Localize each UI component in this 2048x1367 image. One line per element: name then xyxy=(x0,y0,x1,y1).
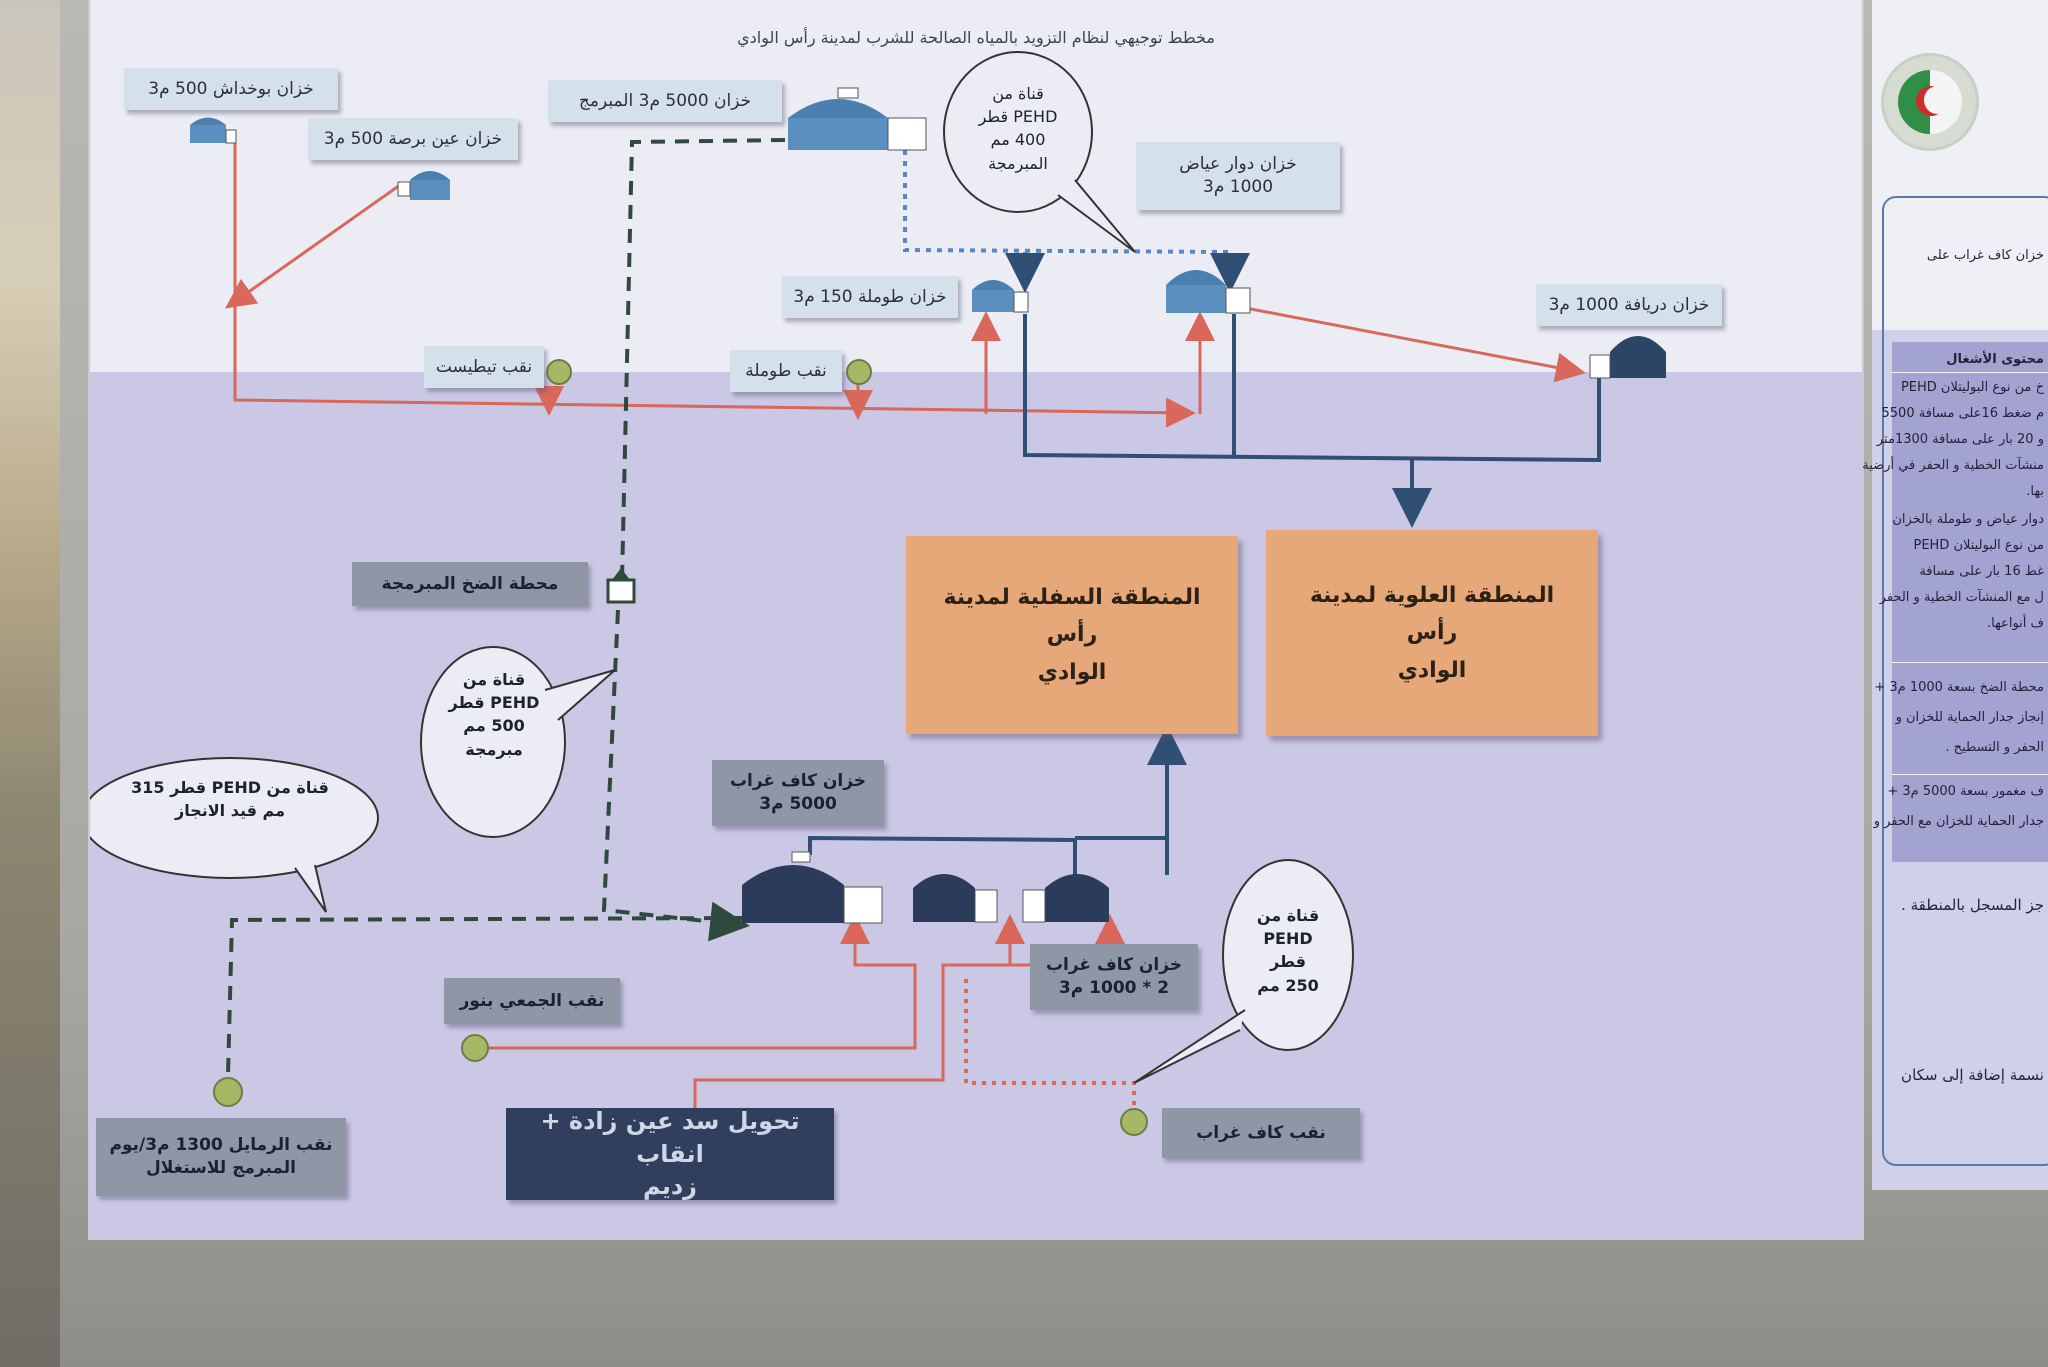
reservoir-ain-barsa-icon xyxy=(397,171,450,200)
zone-lower: المنطقة السفلية لمدينة رأس الوادي xyxy=(906,536,1238,734)
side-line: ف أنواعها. xyxy=(1986,616,2044,631)
label-dam-transfer: تحويل سد عين زادة + انقاب زديم xyxy=(506,1107,834,1200)
bubble-pipe-400: قناة من PEHD قطر 400 مم المبرمجة xyxy=(978,84,1058,173)
side-line: جز المسجل بالمنطقة . xyxy=(1901,896,2044,914)
label-reservoir-kef-ghorab-2x1000: خزان كاف غراب 2 * 1000 م3 xyxy=(1030,944,1198,1010)
label-reservoir-driaka: خزان دريافة 1000 م3 xyxy=(1536,284,1722,326)
side-line: ف مغمور بسعة 5000 م3 + xyxy=(1887,784,2044,799)
bubble-pipe-500: قناة من PEHD قطر 500 مم مبرمجة xyxy=(448,670,540,759)
side-line: الحفر و التسطيح . xyxy=(1945,740,2044,755)
label-reservoir-kef-ghorab-5000: خزان كاف غراب 5000 م3 xyxy=(712,760,884,826)
reservoir-toumla-icon xyxy=(972,280,1029,313)
side-line: جدار الحماية للخزان مع الحفر و xyxy=(1873,814,2044,829)
side-line: دوار عياض و طوملة بالخزان xyxy=(1892,512,2044,527)
well-icons xyxy=(213,359,1148,1136)
label-well-kef-ghorab: نقب كاف غراب xyxy=(1162,1108,1360,1158)
side-line: إنجاز جدار الحماية للخزان و xyxy=(1895,710,2044,725)
label-well-rmail: نقب الرمايل 1300 م3/يوم المبرمج للاستغلا… xyxy=(96,1118,346,1196)
reservoir-kef-ghorab-1000b-icon xyxy=(1022,874,1109,923)
pipe-network xyxy=(90,51,1666,1165)
label-reservoir-ain-barsa: خزان عين برصة 500 م3 xyxy=(308,118,518,160)
blue-dotted-pipe xyxy=(903,150,1250,293)
pump-station-icon xyxy=(606,568,636,604)
red-dotted-pipe xyxy=(964,978,1136,1105)
label-well-titest: نقب تيطيست xyxy=(424,346,544,388)
reservoir-boukhdash-icon xyxy=(190,117,237,144)
dashed-pipes xyxy=(226,138,786,1076)
reservoir-driaka-icon xyxy=(1589,336,1666,379)
side-line: نسمة إضافة إلى سكان xyxy=(1901,1066,2044,1084)
zone-upper: المنطقة العلوية لمدينة رأس الوادي xyxy=(1266,530,1598,736)
label-reservoir-douar-ayadh: خزان دوار عياض 1000 م3 xyxy=(1136,142,1340,210)
side-line: ل مع المنشآت الخطية و الحفر xyxy=(1879,590,2044,605)
reservoir-kef-ghorab-5000-icon xyxy=(742,851,883,924)
speech-bubbles xyxy=(90,51,1354,1084)
side-poster: محتوى الأشغال خزان كاف غراب على خ من نوع… xyxy=(1862,0,2048,1190)
label-reservoir-toumla: خزان طوملة 150 م3 xyxy=(782,276,958,318)
label-well-toumla: نقب طوملة xyxy=(730,350,842,392)
bubble-pipe-250: قناة من PEHD قطر 250 مم xyxy=(1256,906,1320,995)
side-line: منشآت الخطية و الحفر في أرضية xyxy=(1862,458,2044,473)
shadow-overlay xyxy=(90,372,1862,1238)
side-line: بها. xyxy=(2026,484,2044,499)
red-pipes-top xyxy=(225,142,1586,428)
label-reservoir-boukhdash: خزان بوخداش 500 م3 xyxy=(124,68,338,110)
diagram-poster: مخطط توجيهي لنظام التزويد بالمياه الصالح… xyxy=(90,0,1862,1238)
label-pump-station: محطة الضخ المبرمجة xyxy=(352,562,588,606)
algeria-emblem-icon xyxy=(1884,56,1976,148)
works-table xyxy=(1892,342,2048,862)
bubble-pipe-315: قناة من PEHD قطر 315 مم قيد الانجاز xyxy=(131,778,329,821)
reservoir-douar-ayadh-icon xyxy=(1166,270,1251,314)
side-line: م ضغط 16على مسافة 5500 xyxy=(1881,406,2044,421)
side-line: خ من نوع البوليتلان PEHD xyxy=(1900,380,2044,395)
side-border-box xyxy=(1882,196,2048,1166)
reservoir-5000-programmed-icon xyxy=(788,87,927,151)
side-heading: محتوى الأشغال xyxy=(1946,352,2044,367)
reservoir-kef-ghorab-1000a-icon xyxy=(913,874,998,923)
blue-pipes-bottom xyxy=(808,725,1187,875)
side-line: و 20 بار على مسافة 1300متر xyxy=(1876,432,2044,447)
side-line: من نوع البوليتلان PEHD xyxy=(1913,538,2044,553)
label-well-jemai: نقب الجمعي بنور xyxy=(444,978,620,1024)
side-line: خزان كاف غراب على xyxy=(1926,248,2044,263)
diagram-title: مخطط توجيهي لنظام التزويد بالمياه الصالح… xyxy=(737,28,1215,47)
label-reservoir-5000-programmed: خزان 5000 م3 المبرمج xyxy=(548,80,782,122)
side-line: غط 16 بار على مسافة xyxy=(1919,564,2044,579)
blue-pipes-top xyxy=(1023,314,1601,528)
side-line: محطة الضخ بسعة 1000 م3 + xyxy=(1874,680,2044,695)
